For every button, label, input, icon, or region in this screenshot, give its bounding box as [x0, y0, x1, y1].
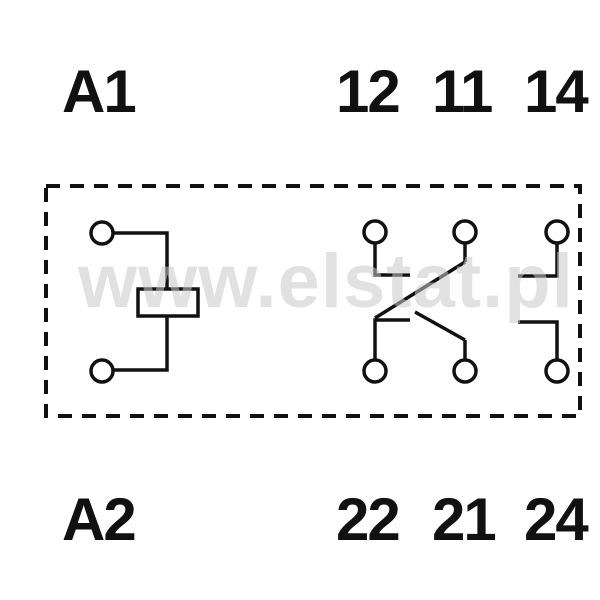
contact-24-lead [518, 320, 559, 360]
watermark-text: www.elstat.pl [78, 239, 574, 324]
contact-12-lead [373, 243, 410, 277]
dashed-enclosure [44, 184, 582, 418]
terminal-22-circle [362, 358, 388, 384]
contact-14-lead [518, 243, 559, 278]
label-22: 22 [336, 486, 401, 553]
coil-section [89, 220, 200, 384]
label-12: 12 [336, 58, 401, 125]
coil-symbol [136, 287, 200, 318]
label-14: 14 [524, 58, 589, 125]
terminal-a2-circle [89, 358, 115, 384]
terminal-21-circle [452, 358, 478, 384]
label-11: 11 [432, 58, 493, 125]
contact-22-lead [373, 318, 410, 360]
coil-wire-bottom [113, 316, 169, 372]
label-24: 24 [524, 486, 589, 553]
changeover-contacts [362, 219, 478, 384]
no-contact [518, 219, 570, 384]
contact-lever-lower [414, 310, 466, 342]
contact-lever-upper [374, 260, 466, 320]
label-a1: A1 [62, 58, 137, 125]
coil-wire-top [113, 231, 169, 289]
label-21: 21 [432, 486, 497, 553]
terminal-24-circle [544, 358, 570, 384]
label-a2: A2 [62, 486, 137, 553]
